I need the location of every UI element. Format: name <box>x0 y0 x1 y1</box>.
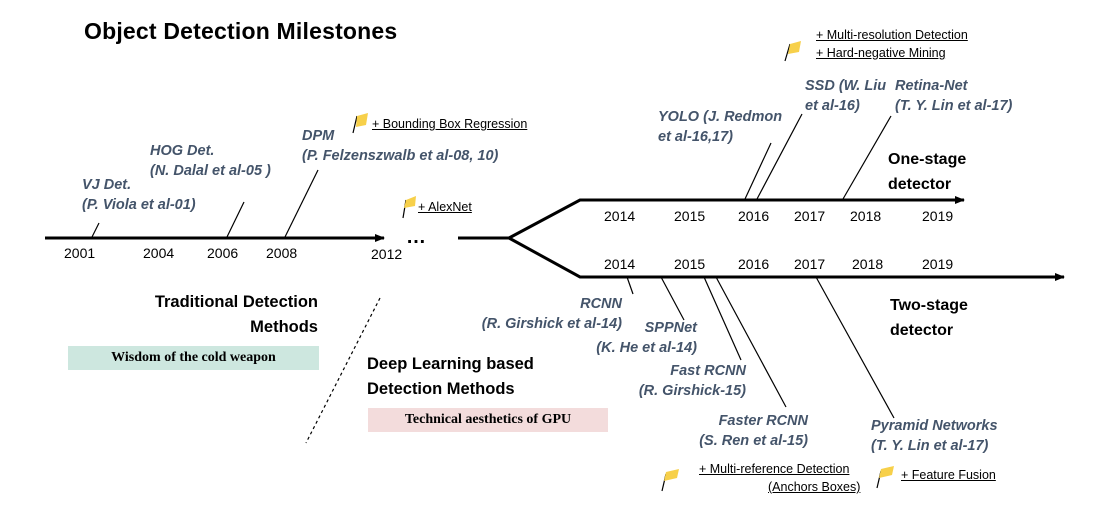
year-label: 2006 <box>207 245 239 261</box>
method-ref: (R. Girshick-15) <box>638 383 746 399</box>
deep-learning-banner: Technical aesthetics of GPU <box>368 408 608 432</box>
method-ref: (P. Viola et al-01) <box>82 197 196 213</box>
method-ref: (T. Y. Lin et al-17) <box>895 98 1013 114</box>
spp-leader-line <box>660 276 685 321</box>
method-ref: (S. Ren et al-15) <box>699 433 808 449</box>
method-hog-det: HOG Det. (N. Dalal et al-05 ) <box>150 141 271 181</box>
retina-leader-line <box>842 115 892 200</box>
method-name: Faster RCNN <box>718 413 808 429</box>
note-feature-fusion: + Feature Fusion <box>901 468 996 482</box>
flag-icon <box>784 41 801 62</box>
method-rcnn: RCNN (R. Girshick et al-14) <box>482 294 622 334</box>
two-stage-label-line: Two-stage <box>890 297 968 314</box>
year-label: 2014 <box>604 208 636 224</box>
one-stage-label-line: detector <box>888 176 952 193</box>
year-label: 2017 <box>794 256 826 272</box>
method-retina-net: Retina-Net (T. Y. Lin et al-17) <box>895 76 1012 116</box>
method-name: SPPNet <box>644 320 697 336</box>
method-vj-det: VJ Det. (P. Viola et al-01) <box>82 175 196 215</box>
yolo-leader-line <box>744 142 772 200</box>
traditional-banner: Wisdom of the cold weapon <box>68 346 319 370</box>
deep-learning-methods-heading: Deep Learning based Detection Methods <box>367 352 534 402</box>
one-stage-label: One-stage detector <box>888 147 966 197</box>
year-label: 2014 <box>604 256 636 272</box>
traditional-methods-heading: Traditional Detection Methods <box>155 290 318 340</box>
year-label: 2016 <box>738 256 770 272</box>
method-yolo: YOLO (J. Redmon et al-16,17) <box>658 107 782 147</box>
method-ref: (P. Felzenszwalb et al-08, 10) <box>302 148 499 164</box>
note-multi-reference: + Multi-reference Detection <box>699 462 850 476</box>
ssd-leader-line <box>756 113 803 200</box>
method-ref: (N. Dalal et al-05 ) <box>150 163 271 179</box>
faster-leader-line <box>715 276 787 408</box>
method-ref: (R. Girshick et al-14) <box>481 316 622 332</box>
method-ref: et al-16,17) <box>658 129 733 145</box>
heading-line: Detection Methods <box>367 380 515 398</box>
flag-icon <box>661 469 679 492</box>
year-label: 2019 <box>922 208 954 224</box>
year-label: 2019 <box>922 256 954 272</box>
flag-icon <box>402 196 416 219</box>
method-name: VJ Det. <box>82 177 132 193</box>
note-multi-resolution: + Multi-resolution Detection <box>816 28 968 42</box>
method-name: Retina-Net <box>895 78 968 94</box>
fast-leader-line <box>703 276 742 361</box>
note-alexnet: + AlexNet <box>418 200 472 214</box>
method-name: Pyramid Networks <box>871 418 998 434</box>
note-bounding-box-regression: + Bounding Box Regression <box>372 117 528 131</box>
hog-leader-line <box>225 201 245 240</box>
year-label: 2012 <box>371 246 403 262</box>
year-label: 2018 <box>852 256 884 272</box>
method-name: HOG Det. <box>150 143 215 159</box>
note-anchor-boxes: (Anchors Boxes) <box>768 480 861 494</box>
year-label: 2015 <box>674 208 706 224</box>
method-faster-rcnn: Faster RCNN (S. Ren et al-15) <box>699 411 808 451</box>
method-name: SSD (W. Liu <box>805 78 887 94</box>
one-stage-label-line: One-stage <box>888 151 967 168</box>
method-name: RCNN <box>580 296 622 312</box>
heading-line: Deep Learning based <box>367 355 534 373</box>
two-stage-label-line: detector <box>890 322 954 339</box>
method-ssd: SSD (W. Liu et al-16) <box>805 76 886 116</box>
method-name: DPM <box>302 128 335 144</box>
two-stage-branch <box>508 236 1065 281</box>
method-sppnet: SPPNet (K. He et al-14) <box>596 318 697 358</box>
year-label: 2001 <box>64 245 96 261</box>
method-ref: et al-16) <box>805 98 860 114</box>
heading-line: Methods <box>250 318 318 336</box>
method-pyramid-networks: Pyramid Networks (T. Y. Lin et al-17) <box>871 416 998 456</box>
year-label: 2004 <box>143 245 175 261</box>
method-ref: (T. Y. Lin et al-17) <box>871 438 989 454</box>
timeline-ellipsis: … <box>406 226 427 248</box>
year-label: 2016 <box>738 208 770 224</box>
dpm-leader-line <box>283 169 319 240</box>
one-stage-branch <box>508 196 965 240</box>
heading-line: Traditional Detection <box>154 293 318 311</box>
method-ref: (K. He et al-14) <box>596 340 697 356</box>
note-hard-negative: + Hard-negative Mining <box>816 46 946 60</box>
vj-leader-line <box>90 222 100 240</box>
year-label: 2018 <box>850 208 882 224</box>
flag-icon <box>876 466 894 489</box>
two-stage-label: Two-stage detector <box>890 293 968 343</box>
method-fast-rcnn: Fast RCNN (R. Girshick-15) <box>639 361 746 401</box>
rcnn-leader-line <box>626 276 634 295</box>
year-label: 2017 <box>794 208 826 224</box>
fpn-leader-line <box>815 276 895 419</box>
method-dpm: DPM (P. Felzenszwalb et al-08, 10) <box>302 126 498 166</box>
year-label: 2015 <box>674 256 706 272</box>
page-title: Object Detection Milestones <box>84 18 398 44</box>
method-name: YOLO (J. Redmon <box>658 109 783 125</box>
year-label: 2008 <box>266 245 298 261</box>
flag-icon <box>352 113 368 134</box>
method-name: Fast RCNN <box>670 363 746 379</box>
